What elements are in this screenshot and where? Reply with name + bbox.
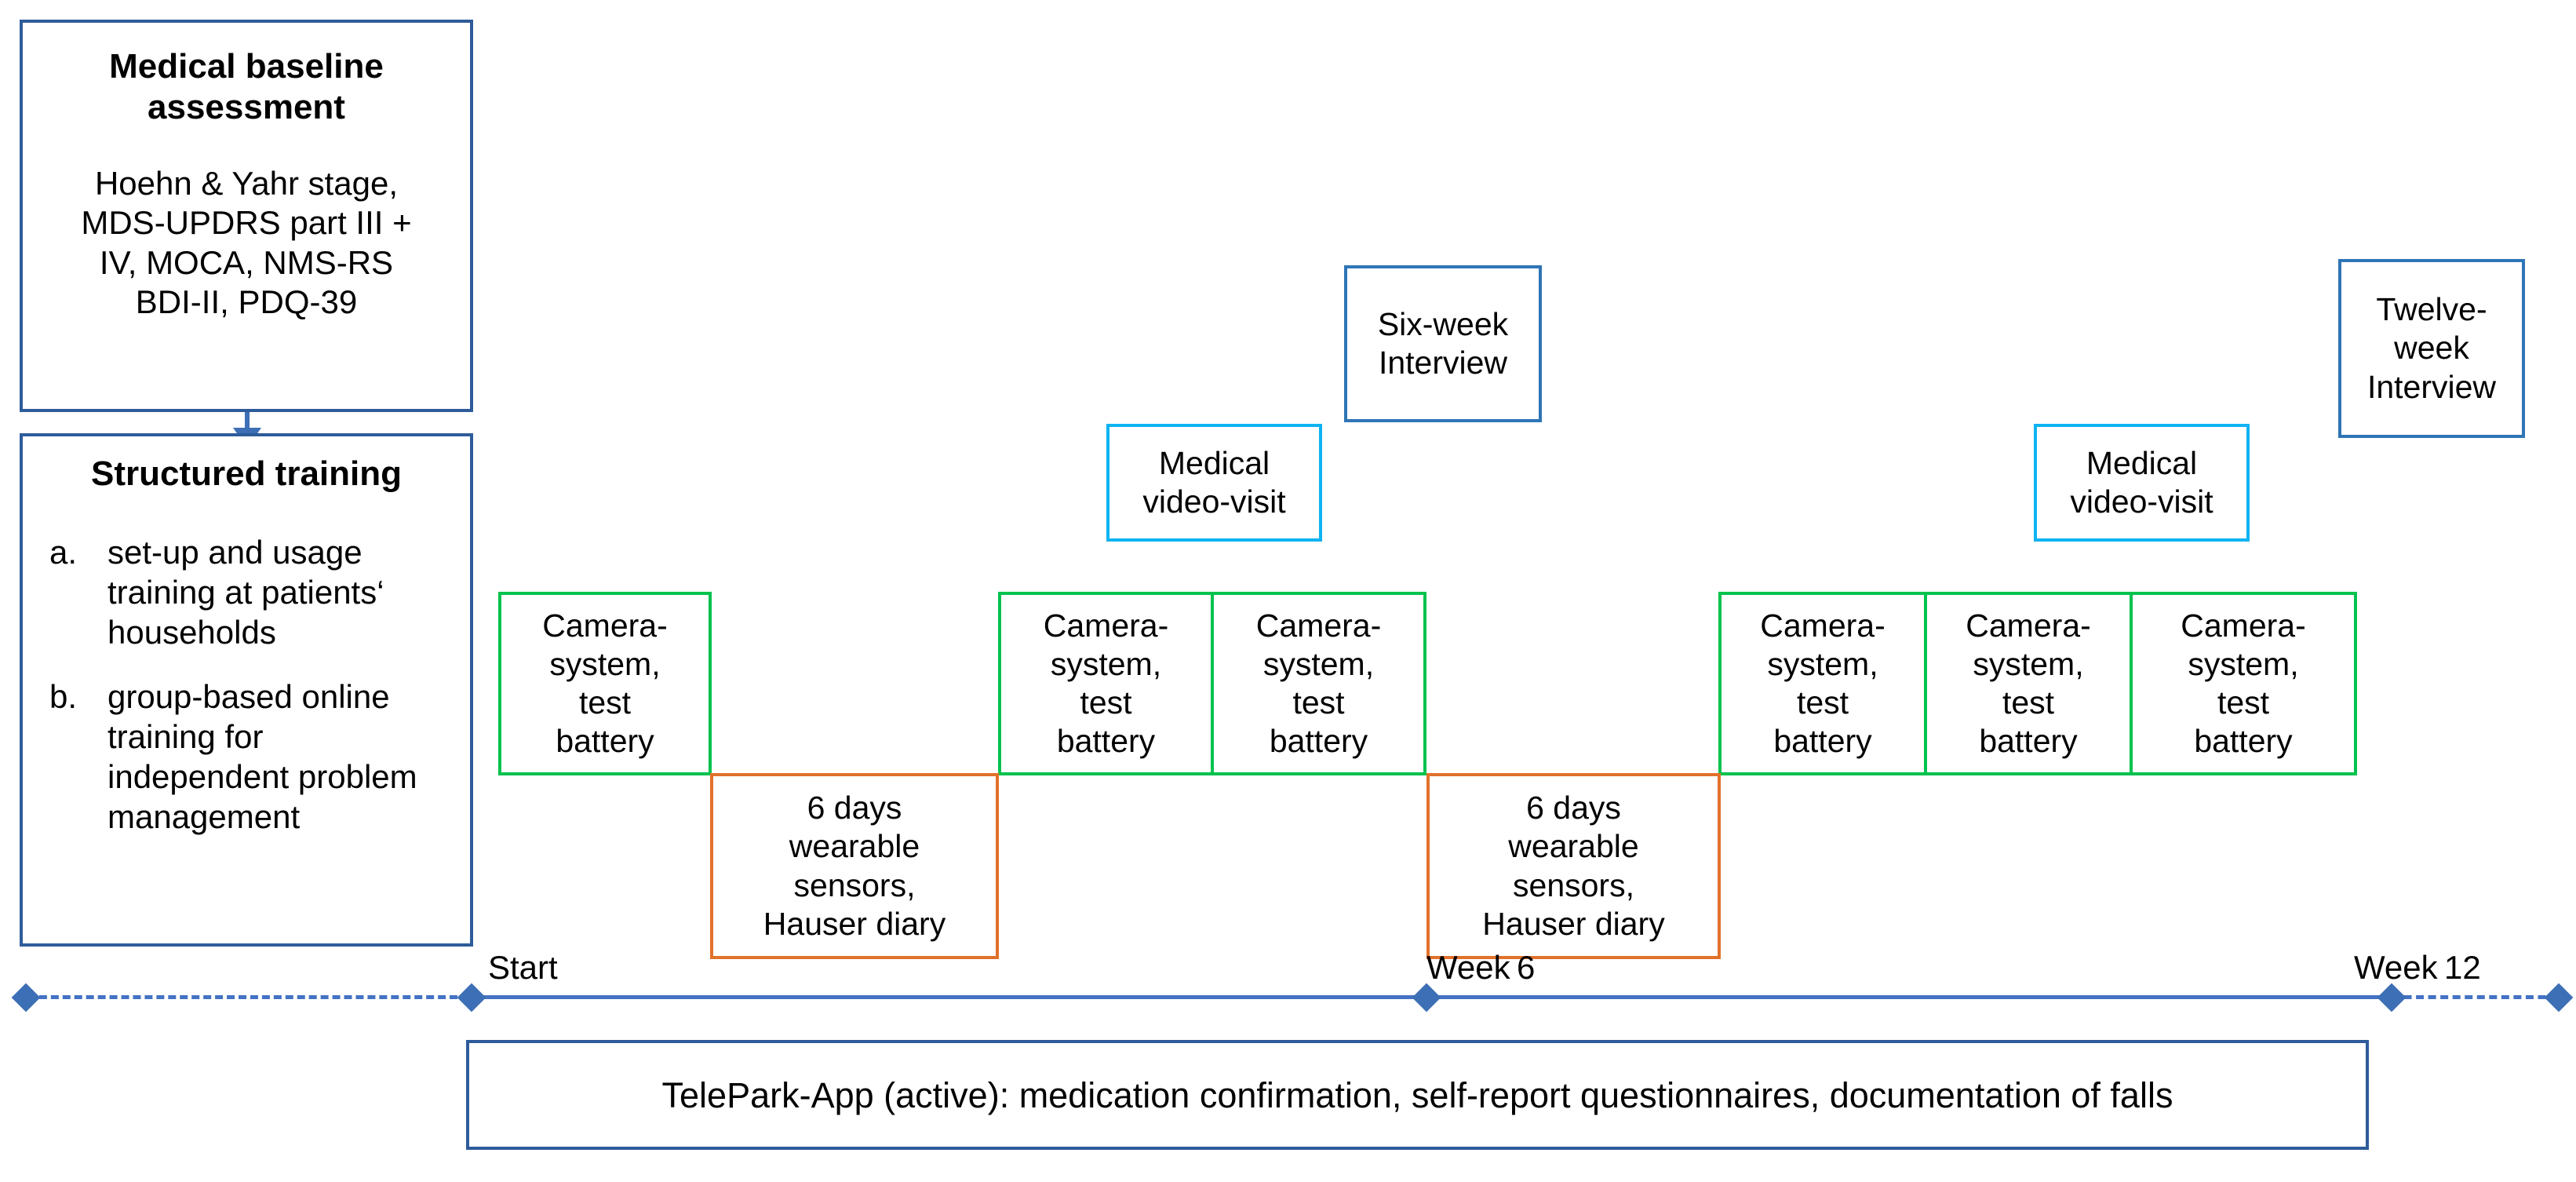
camera-system-box-week12-a: Camera- system, test battery	[1718, 592, 1927, 775]
list-item: a. set-up and usage training at patients…	[49, 532, 450, 653]
camera-system-box-baseline: Camera- system, test battery	[498, 592, 712, 775]
six-week-interview-box: Six-week Interview	[1344, 265, 1542, 422]
camera-line3: test	[578, 684, 632, 721]
camera-line2: system,	[1767, 645, 1878, 682]
twelve-week-line1: Twelve-	[2376, 291, 2487, 328]
camera-line3: test	[1292, 684, 1345, 721]
wearable-line1: 6 days	[1526, 790, 1621, 826]
timeline-label-week12: Week 12	[2354, 949, 2481, 986]
baseline-body-line4: BDI-II, PDQ-39	[135, 283, 358, 320]
training-item-list: a. set-up and usage training at patients…	[23, 532, 470, 861]
timeline-marker-week6	[1412, 983, 1441, 1012]
wearable-sensors-text: 6 days wearable sensors, Hauser diary	[763, 789, 946, 943]
medical-video-visit-box-week6: Medical video-visit	[1106, 424, 1322, 542]
medical-baseline-assessment-panel: Medical baseline assessment Hoehn & Yahr…	[20, 20, 473, 412]
camera-line2: system,	[1973, 645, 2084, 682]
camera-system-text: Camera- system, test battery	[1760, 607, 1885, 761]
baseline-body-line3: IV, MOCA, NMS-RS	[99, 243, 394, 281]
telepark-app-banner-text: TelePark-App (active): medication confir…	[661, 1074, 2173, 1115]
camera-line1: Camera-	[2181, 607, 2306, 644]
camera-system-text: Camera- system, test battery	[542, 607, 667, 761]
list-item-marker: b.	[49, 677, 78, 715]
baseline-panel-title: Medical baseline assessment	[23, 46, 470, 128]
camera-line1: Camera-	[1255, 607, 1382, 644]
video-visit-line2: video-visit	[2070, 483, 2213, 520]
twelve-week-line3: Interview	[2366, 368, 2497, 405]
timeline-marker-end	[2544, 983, 2574, 1012]
camera-line3: test	[2002, 684, 2055, 721]
wearable-line4: Hauser diary	[763, 905, 946, 942]
video-visit-line1: Medical	[2086, 444, 2198, 481]
telepark-app-banner: TelePark-App (active): medication confir…	[466, 1040, 2369, 1150]
camera-line2: system,	[2188, 645, 2299, 682]
camera-line4: battery	[1056, 723, 1156, 760]
twelve-week-interview-box: Twelve- week Interview	[2338, 259, 2525, 438]
timeline-dashed-lead-in	[16, 995, 469, 999]
camera-line2: system,	[549, 645, 661, 682]
camera-line1: Camera-	[542, 607, 668, 644]
list-item-marker: a.	[49, 533, 78, 571]
camera-line3: test	[1796, 684, 1849, 721]
baseline-body-line2: MDS-UPDRS part III +	[81, 204, 412, 242]
timeline-label-week6: Week 6	[1426, 949, 1536, 986]
wearable-sensors-text: 6 days wearable sensors, Hauser diary	[1482, 789, 1664, 943]
camera-line4: battery	[1773, 723, 1872, 760]
baseline-title-line2: assessment	[148, 87, 345, 126]
structured-training-panel: Structured training a. set-up and usage …	[20, 433, 473, 947]
camera-line1: Camera-	[1966, 607, 2091, 644]
baseline-panel-body: Hoehn & Yahr stage, MDS-UPDRS part III +…	[23, 164, 470, 323]
six-week-line1: Six-week	[1377, 305, 1509, 342]
wearable-sensors-box-2: 6 days wearable sensors, Hauser diary	[1426, 773, 1721, 959]
camera-system-box-week6-b: Camera- system, test battery	[1211, 592, 1426, 775]
wearable-line2: wearable	[789, 828, 920, 865]
timeline-marker-start	[457, 983, 486, 1012]
wearable-line1: 6 days	[807, 790, 902, 826]
camera-system-box-week12-b: Camera- system, test battery	[1924, 592, 2133, 775]
camera-line4: battery	[556, 723, 654, 760]
six-week-line2: Interview	[1378, 345, 1508, 381]
arrow-shaft	[245, 412, 250, 432]
camera-line2: system,	[1050, 645, 1162, 682]
wearable-line3: sensors,	[793, 866, 916, 903]
wearable-line2: wearable	[1508, 828, 1639, 865]
camera-line4: battery	[1269, 723, 1368, 760]
timeline-marker-origin	[11, 983, 41, 1012]
twelve-week-line2: week	[2394, 330, 2469, 367]
six-week-interview-text: Six-week Interview	[1378, 305, 1508, 382]
training-panel-title: Structured training	[90, 454, 403, 493]
video-visit-text: Medical video-visit	[2070, 444, 2213, 521]
camera-system-text: Camera- system, test battery	[2181, 607, 2305, 761]
camera-line3: test	[1080, 684, 1132, 721]
timeline-marker-week12	[2377, 983, 2407, 1012]
camera-line4: battery	[2194, 723, 2293, 760]
medical-video-visit-box-week12: Medical video-visit	[2034, 424, 2250, 542]
list-item-text: set-up and usage training at patients‘ h…	[107, 533, 384, 651]
camera-system-text: Camera- system, test battery	[1256, 607, 1381, 761]
camera-system-box-week6-a: Camera- system, test battery	[998, 592, 1214, 775]
camera-line1: Camera-	[1760, 607, 1886, 644]
wearable-sensors-box-1: 6 days wearable sensors, Hauser diary	[710, 773, 999, 959]
baseline-body-line1: Hoehn & Yahr stage,	[94, 164, 399, 202]
camera-line1: Camera-	[1043, 607, 1169, 644]
timeline-dashed-tail	[2392, 995, 2558, 999]
baseline-title-line1: Medical baseline	[109, 47, 384, 86]
camera-line3: test	[2217, 684, 2270, 721]
camera-system-text: Camera- system, test battery	[1044, 607, 1168, 761]
list-item: b. group-based online training for indep…	[49, 677, 450, 837]
camera-system-box-week12-c: Camera- system, test battery	[2130, 592, 2357, 775]
video-visit-line1: Medical	[1158, 444, 1270, 481]
camera-system-text: Camera- system, test battery	[1966, 607, 2090, 761]
video-visit-line2: video-visit	[1142, 483, 1286, 520]
timeline-label-start: Start	[488, 949, 558, 986]
video-visit-text: Medical video-visit	[1142, 444, 1285, 521]
wearable-line4: Hauser diary	[1482, 905, 1665, 942]
twelve-week-interview-text: Twelve- week Interview	[2367, 290, 2496, 407]
camera-line4: battery	[1979, 723, 2078, 760]
wearable-line3: sensors,	[1513, 866, 1634, 903]
camera-line2: system,	[1262, 645, 1375, 682]
list-item-text: group-based online training for independ…	[107, 677, 417, 836]
